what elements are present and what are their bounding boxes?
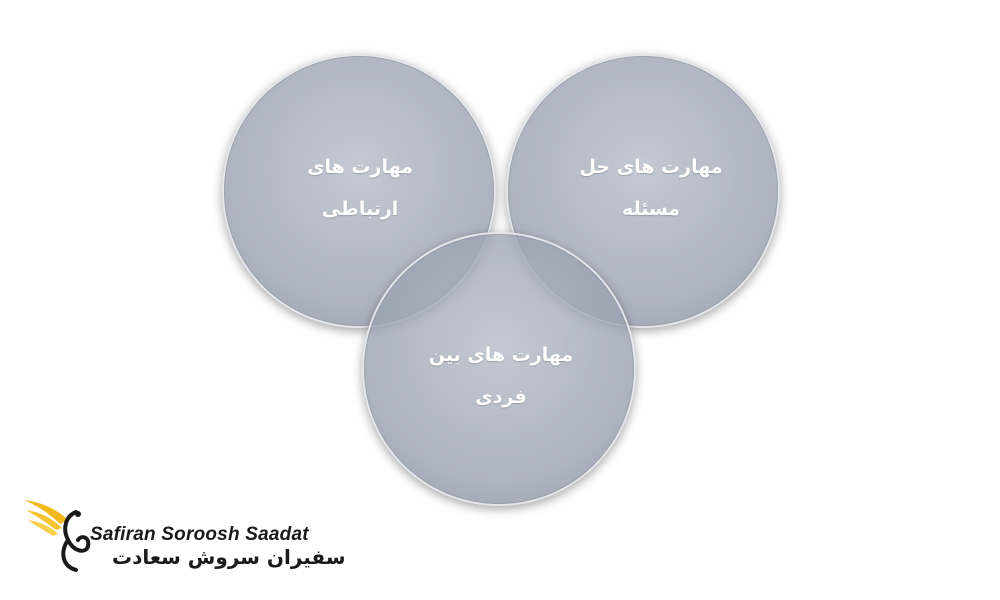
swan-wing-logo-icon (24, 500, 91, 572)
brand-logo: Safiran Soroosh Saadat سفیران سروش سعادت (20, 490, 346, 580)
logo-name-persian: سفیران سروش سعادت (112, 545, 346, 569)
label-problem-solving-skills: مهارت های حل مسئله (579, 156, 723, 220)
label-communication-skills: مهارت های ارتباطی (307, 156, 413, 220)
circle-interpersonal-skills (362, 232, 636, 506)
logo-name-english: Safiran Soroosh Saadat (90, 524, 309, 545)
label-interpersonal-skills: مهارت های بین فردی (428, 344, 574, 408)
